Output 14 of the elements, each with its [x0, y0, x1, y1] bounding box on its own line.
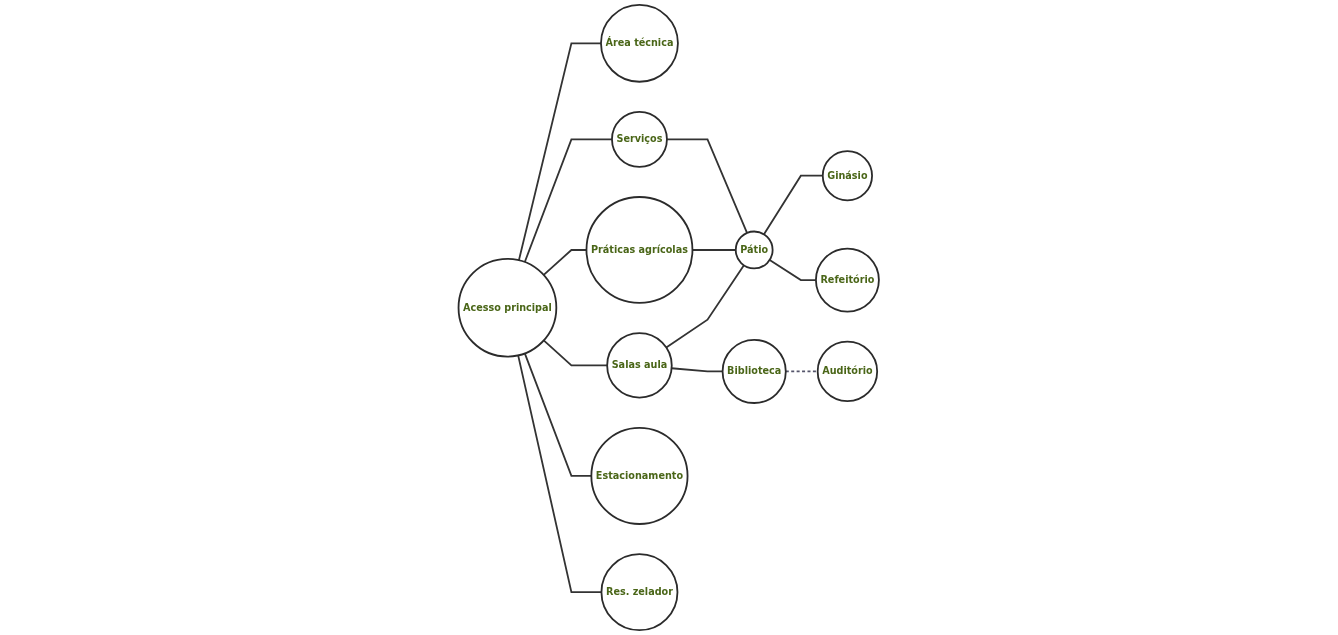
- node-circle: Práticas agrícolas: [585, 196, 694, 304]
- node-circle: Área técnica: [600, 3, 680, 83]
- node-circle: Auditório: [817, 340, 879, 403]
- node-circle: Ginásio: [822, 150, 874, 202]
- node-circle: Salas aula: [606, 332, 673, 399]
- node-circle: Biblioteca: [721, 338, 787, 404]
- connector: [763, 174, 824, 236]
- node-circle: Estacionamento: [590, 426, 689, 525]
- connector: [665, 264, 746, 349]
- node-circle: Refeitório: [815, 247, 881, 313]
- node-circle: Pátio: [735, 230, 774, 270]
- node-circle: Acesso principal: [457, 257, 558, 358]
- node-circle: Res. zelador: [600, 553, 679, 632]
- node-circle: Serviços: [611, 111, 669, 168]
